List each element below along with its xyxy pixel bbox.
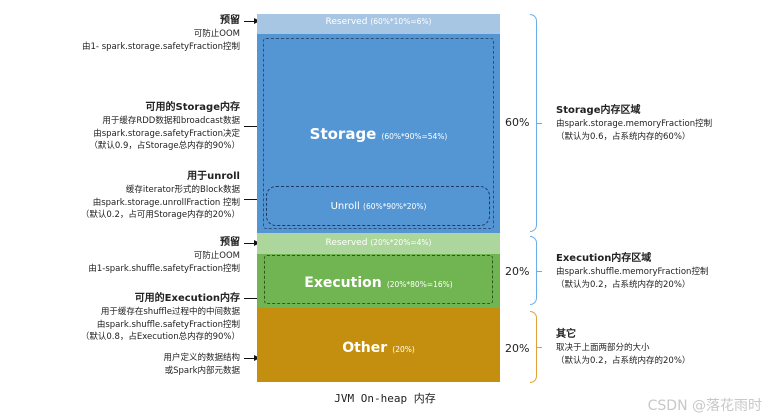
diagram-caption: JVM On-heap 内存 — [334, 392, 436, 405]
block-name: Other — [342, 340, 388, 356]
note-available-storage: 可用的Storage内存 用于缓存RDD数据和broadcast数据 由spar… — [89, 101, 240, 153]
execution-label: Execution (20%*80%=16%) — [257, 272, 500, 291]
block-formula: (60%*10%=6%) — [370, 17, 432, 26]
other-label: Other (20%) — [257, 337, 500, 356]
note-title: 其它 — [556, 329, 576, 340]
block-formula: (60%*90%=54%) — [381, 132, 448, 141]
note-line: 或Spark内部元数据 — [164, 365, 240, 376]
note-line: 由spark.shuffle.safetyFraction控制 — [96, 319, 240, 330]
unroll-label: Unroll (60%*90%*20%) — [257, 201, 500, 212]
execution-percentage: 20% — [505, 265, 530, 278]
storage-label: Storage (60%*90%=54%) — [257, 124, 500, 143]
note-line: （默认为0.6，占系统内存的60%） — [556, 131, 691, 142]
execution-block: Execution (20%*80%=16%) — [257, 254, 500, 308]
note-line: 可防止OOM — [193, 29, 240, 39]
watermark: CSDN @落花雨时 — [647, 398, 762, 414]
block-formula: (60%*90%*20%) — [363, 202, 427, 211]
note-line: 缓存iterator形式的Block数据 — [125, 185, 240, 195]
note-title: 用于unroll — [187, 171, 240, 182]
execution-brace-icon — [530, 236, 542, 305]
note-line: 用于缓存RDD数据和broadcast数据 — [102, 116, 240, 126]
block-name: Reserved — [325, 238, 368, 248]
note-title: 预留 — [220, 237, 240, 248]
note-line: （默认为0.2，占系统内存的20%） — [556, 355, 691, 366]
note-storage-region: Storage内存区域 由spark.storage.memoryFractio… — [556, 104, 712, 143]
reserved-execution-label: Reserved (20%*20%=4%) — [257, 238, 500, 248]
note-line: 由spark.storage.memoryFraction控制 — [556, 119, 713, 129]
arrow-icon — [244, 355, 260, 361]
note-reserved-execution: 预留 可防止OOM 由1-spark.shuffle.safetyFractio… — [88, 236, 240, 275]
block-formula: (20%*80%=16%) — [386, 280, 453, 289]
arrow-icon — [244, 18, 260, 24]
note-line: 由1- spark.storage.safetyFraction控制 — [82, 41, 240, 52]
other-percentage: 20% — [505, 342, 530, 355]
note-line: （默认0.8，占Execution总内存的90%） — [80, 332, 240, 342]
storage-percentage: 60% — [505, 116, 530, 129]
note-title: Execution内存区域 — [556, 253, 652, 264]
note-other-region: 其它 取决于上面两部分的大小 （默认为0.2，占系统内存的20%） — [556, 328, 690, 367]
storage-block: Storage (60%*90%=54%) Unroll (60%*90%*20… — [257, 34, 500, 233]
note-line: 用户定义的数据结构 — [163, 353, 240, 363]
reserved-storage-block: Reserved (60%*10%=6%) — [257, 14, 500, 34]
note-line: 由1-spark.shuffle.safetyFraction控制 — [88, 263, 240, 274]
reserved-storage-label: Reserved (60%*10%=6%) — [257, 17, 500, 27]
block-name: Unroll — [330, 201, 360, 212]
other-brace-icon — [530, 311, 542, 383]
note-line: （默认0.9，占Storage总内存的90%） — [89, 141, 240, 151]
execution-available-region — [264, 255, 493, 304]
note-title: 预留 — [220, 15, 240, 26]
note-available-execution: 可用的Execution内存 用于缓存在shuffle过程中的中间数据 由spa… — [81, 292, 240, 344]
block-name: Storage — [309, 125, 377, 143]
note-line: （默认为0.2，占系统内存的20%） — [556, 279, 691, 290]
note-line: 可防止OOM — [193, 251, 240, 261]
arrow-icon — [244, 240, 260, 246]
note-line: 用于缓存在shuffle过程中的中间数据 — [100, 307, 240, 317]
storage-available-region — [263, 38, 494, 229]
unroll-region — [266, 186, 490, 226]
note-title: 可用的Execution内存 — [134, 293, 240, 304]
other-block: Other (20%) — [257, 308, 500, 382]
note-line: 取决于上面两部分的大小 — [556, 343, 650, 353]
note-title: Storage内存区域 — [556, 105, 641, 116]
block-name: Execution — [304, 275, 382, 291]
block-formula: (20%) — [392, 345, 415, 354]
note-reserved-storage: 预留 可防止OOM 由1- spark.storage.safetyFracti… — [82, 14, 240, 53]
block-name: Reserved — [325, 17, 368, 27]
block-formula: (20%*20%=4%) — [370, 238, 432, 247]
note-execution-region: Execution内存区域 由spark.shuffle.memoryFract… — [556, 252, 708, 291]
note-line: 由spark.shuffle.memoryFraction控制 — [556, 267, 709, 277]
reserved-execution-block: Reserved (20%*20%=4%) — [257, 233, 500, 254]
note-unroll: 用于unroll 缓存iterator形式的Block数据 由spark.sto… — [81, 170, 240, 222]
note-title: 可用的Storage内存 — [145, 102, 240, 113]
note-line: （默认0.2，占可用Storage内存的20%） — [80, 210, 240, 220]
note-line: 由spark.storage.unrollFraction 控制 — [92, 197, 240, 208]
note-line: 由spark.storage.safetyFraction决定 — [93, 128, 240, 139]
storage-brace-icon — [530, 14, 542, 232]
note-other: 用户定义的数据结构 或Spark内部元数据 — [163, 352, 240, 377]
